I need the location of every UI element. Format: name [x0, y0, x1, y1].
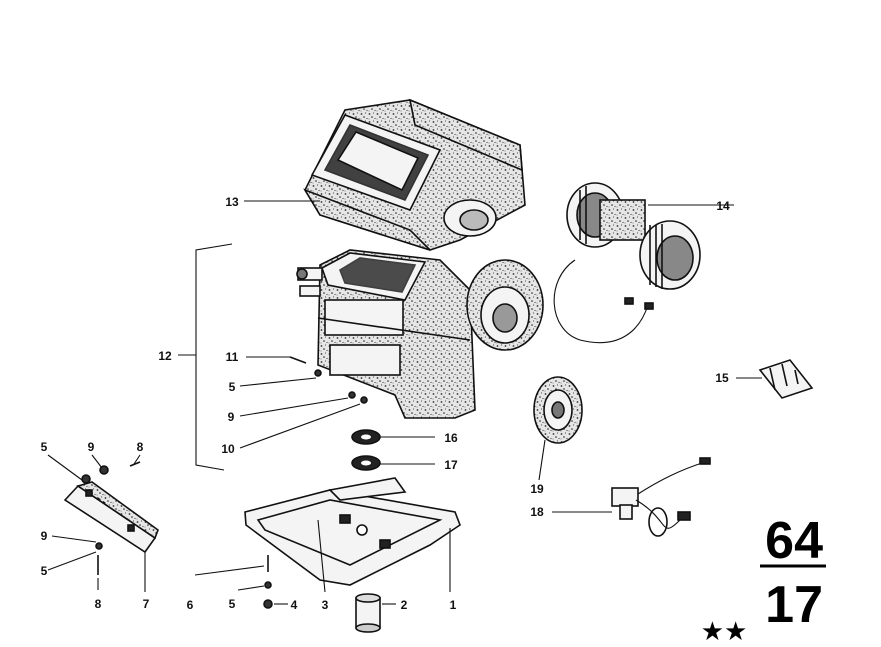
heater-box-assembly-part-12 — [296, 249, 544, 419]
holder-part-7 — [63, 481, 159, 554]
fan-cover-part-19 — [533, 376, 583, 444]
switch-with-cable-part-18 — [611, 457, 711, 537]
callout-5-bracket: 5 — [229, 597, 236, 611]
leader-lines — [47, 200, 762, 605]
callout-18: 18 — [530, 505, 544, 519]
group-number: 64 — [765, 512, 823, 570]
callout-10: 10 — [221, 442, 235, 456]
blower-motor-part-14 — [553, 182, 701, 344]
callout-9-holder-top: 9 — [88, 440, 95, 454]
callout-labels: 1 2 3 4 5 5 5 5 6 7 8 8 9 9 9 10 11 12 1… — [41, 195, 730, 612]
callout-6: 6 — [187, 598, 194, 612]
callout-17: 17 — [444, 458, 458, 472]
callout-5-heater: 5 — [229, 380, 236, 394]
callout-8-top: 8 — [137, 440, 144, 454]
callout-5-holder-bottom: 5 — [41, 564, 48, 578]
callout-15: 15 — [715, 371, 729, 385]
air-duct-housing-part-13 — [303, 98, 526, 251]
mounting-bracket-part-1 — [244, 477, 461, 586]
callout-5-holder-top: 5 — [41, 440, 48, 454]
callout-4: 4 — [291, 598, 298, 612]
callout-11: 11 — [226, 350, 239, 364]
callout-8-bottom: 8 — [95, 597, 102, 611]
subgroup-number: 17 — [765, 576, 823, 634]
callout-2: 2 — [401, 598, 408, 612]
callout-16: 16 — [444, 431, 458, 445]
resistor-part-15 — [758, 359, 814, 399]
callout-14: 14 — [716, 199, 730, 213]
callout-7: 7 — [143, 597, 150, 611]
callout-9-heater: 9 — [228, 410, 235, 424]
callout-13: 13 — [225, 195, 239, 209]
stars-rating: ★★ — [701, 616, 748, 642]
grommet-part-16 — [351, 429, 381, 445]
rubber-bush-part-2 — [355, 593, 381, 633]
callout-12: 12 — [158, 349, 172, 363]
callout-9-holder-bottom: 9 — [41, 529, 48, 543]
grommet-part-17 — [351, 455, 381, 471]
callout-3: 3 — [322, 598, 329, 612]
callout-19: 19 — [530, 482, 544, 496]
group-number-block: 64 17 ★★ — [701, 512, 826, 646]
callout-1: 1 — [450, 598, 457, 612]
